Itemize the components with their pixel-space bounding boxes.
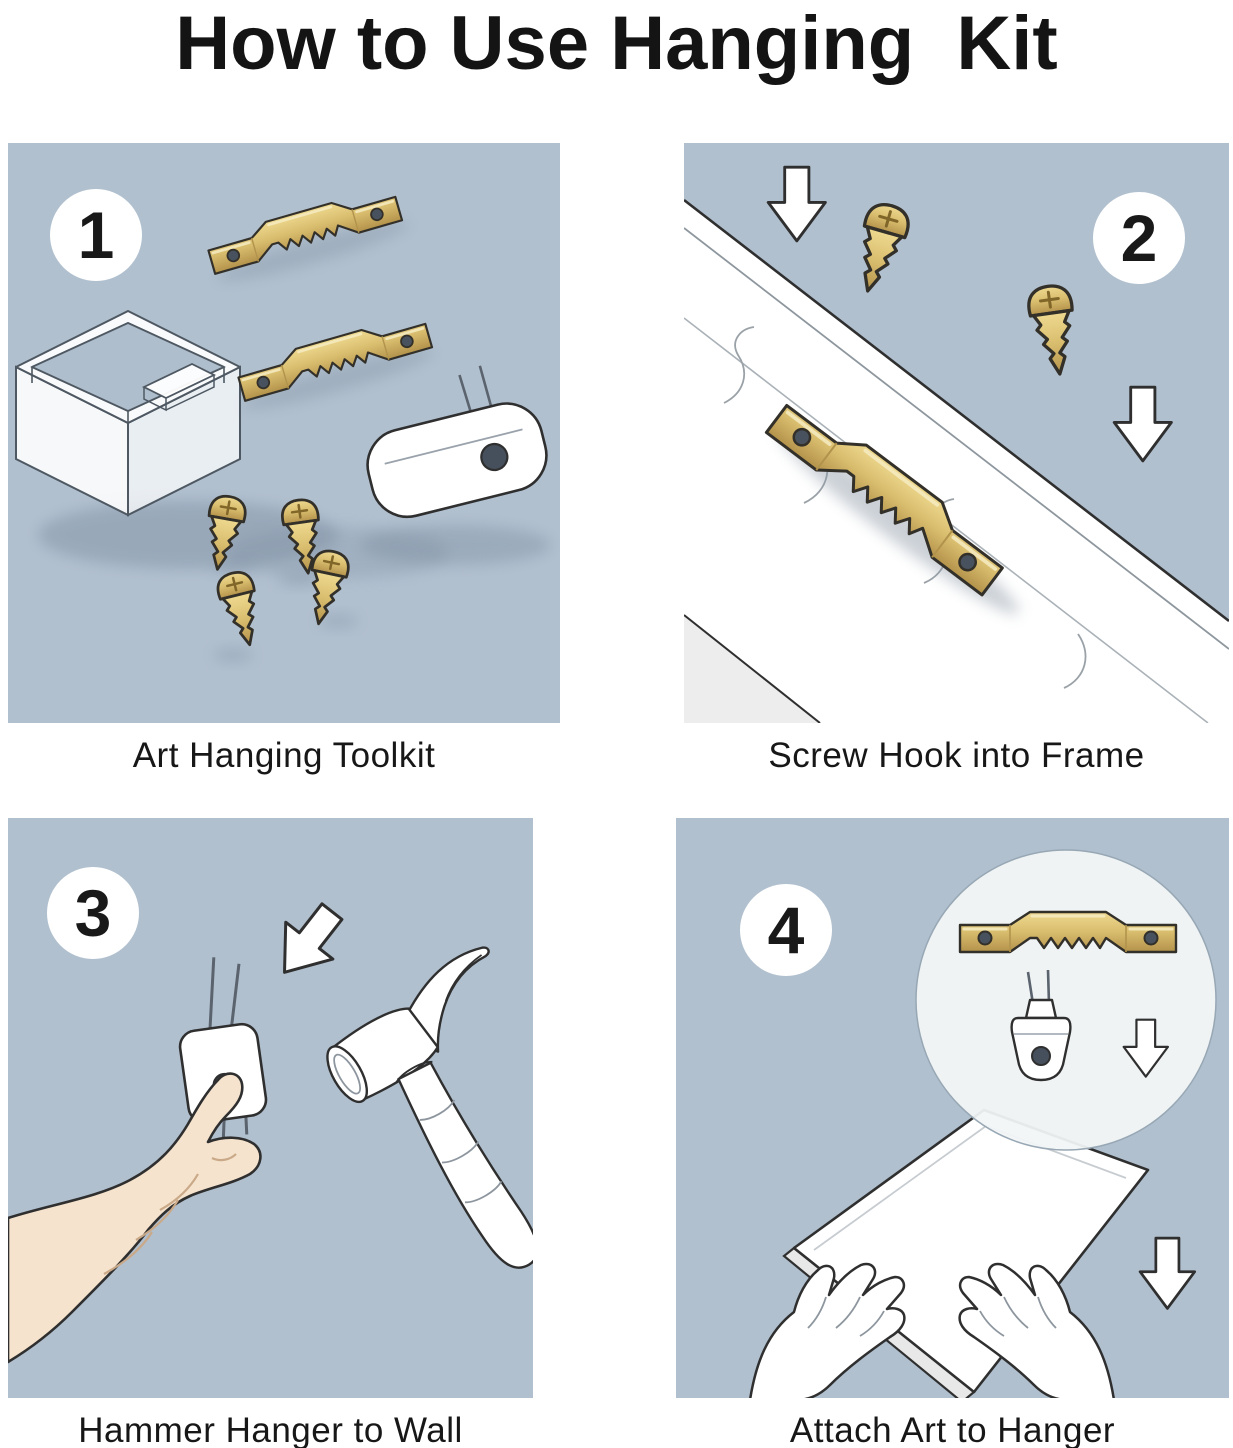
hand (8, 1072, 262, 1364)
step-1-caption: Art Hanging Toolkit (132, 736, 436, 775)
storage-case (15, 310, 241, 517)
down-arrow-icon (1138, 1236, 1197, 1310)
left-hand (748, 1262, 906, 1398)
down-arrow-icon (766, 165, 827, 243)
step-number: 3 (75, 876, 112, 950)
step-1-illustration: 1 (15, 184, 551, 662)
screw-icon (845, 198, 915, 299)
down-arrow-icon (1112, 385, 1173, 463)
step-3-panel: 3 (8, 818, 533, 1398)
step-number-badge: 3 (47, 867, 139, 959)
shadow (241, 349, 435, 409)
step-number-badge: 2 (1093, 192, 1185, 284)
wall-hook-icon (366, 365, 548, 519)
screw-icon (213, 567, 269, 651)
step-1: 1 Art Hanging Toolkit (8, 143, 560, 776)
step-2-panel: 2 (684, 143, 1229, 723)
picture-frame-edge (684, 198, 1229, 723)
step-number-badge: 1 (50, 189, 142, 281)
step-4-caption: Attach Art to Hanger (789, 1411, 1116, 1448)
step-number: 1 (78, 198, 115, 272)
shadow (213, 648, 253, 662)
step-4-illustration: 4 (740, 849, 1217, 1398)
step-4: 4 Attach Art to Hanger (676, 818, 1229, 1448)
shadow (216, 221, 410, 281)
step-2-illustration: 2 (684, 165, 1229, 723)
shadow (278, 572, 318, 586)
step-2: 2 Screw Hook into Frame (684, 143, 1229, 776)
shadow (361, 525, 551, 565)
step-3-illustration: 3 (8, 867, 533, 1364)
step-number-badge: 4 (740, 884, 832, 976)
magnifier-detail (915, 849, 1217, 1151)
step-3: 3 Hammer Hanger to Wall (8, 818, 533, 1448)
page-title: How to Use Hanging Kit (175, 1, 1058, 86)
step-4-panel: 4 (676, 818, 1229, 1398)
step-1-panel: 1 (8, 143, 560, 723)
screw-icon (1024, 281, 1083, 379)
down-left-arrow-icon (259, 891, 358, 993)
step-number: 2 (1121, 201, 1158, 275)
hammer (326, 946, 533, 1269)
step-2-caption: Screw Hook into Frame (768, 736, 1145, 775)
shadow (318, 614, 358, 628)
step-3-caption: Hammer Hanger to Wall (78, 1411, 463, 1448)
step-number: 4 (768, 893, 805, 967)
